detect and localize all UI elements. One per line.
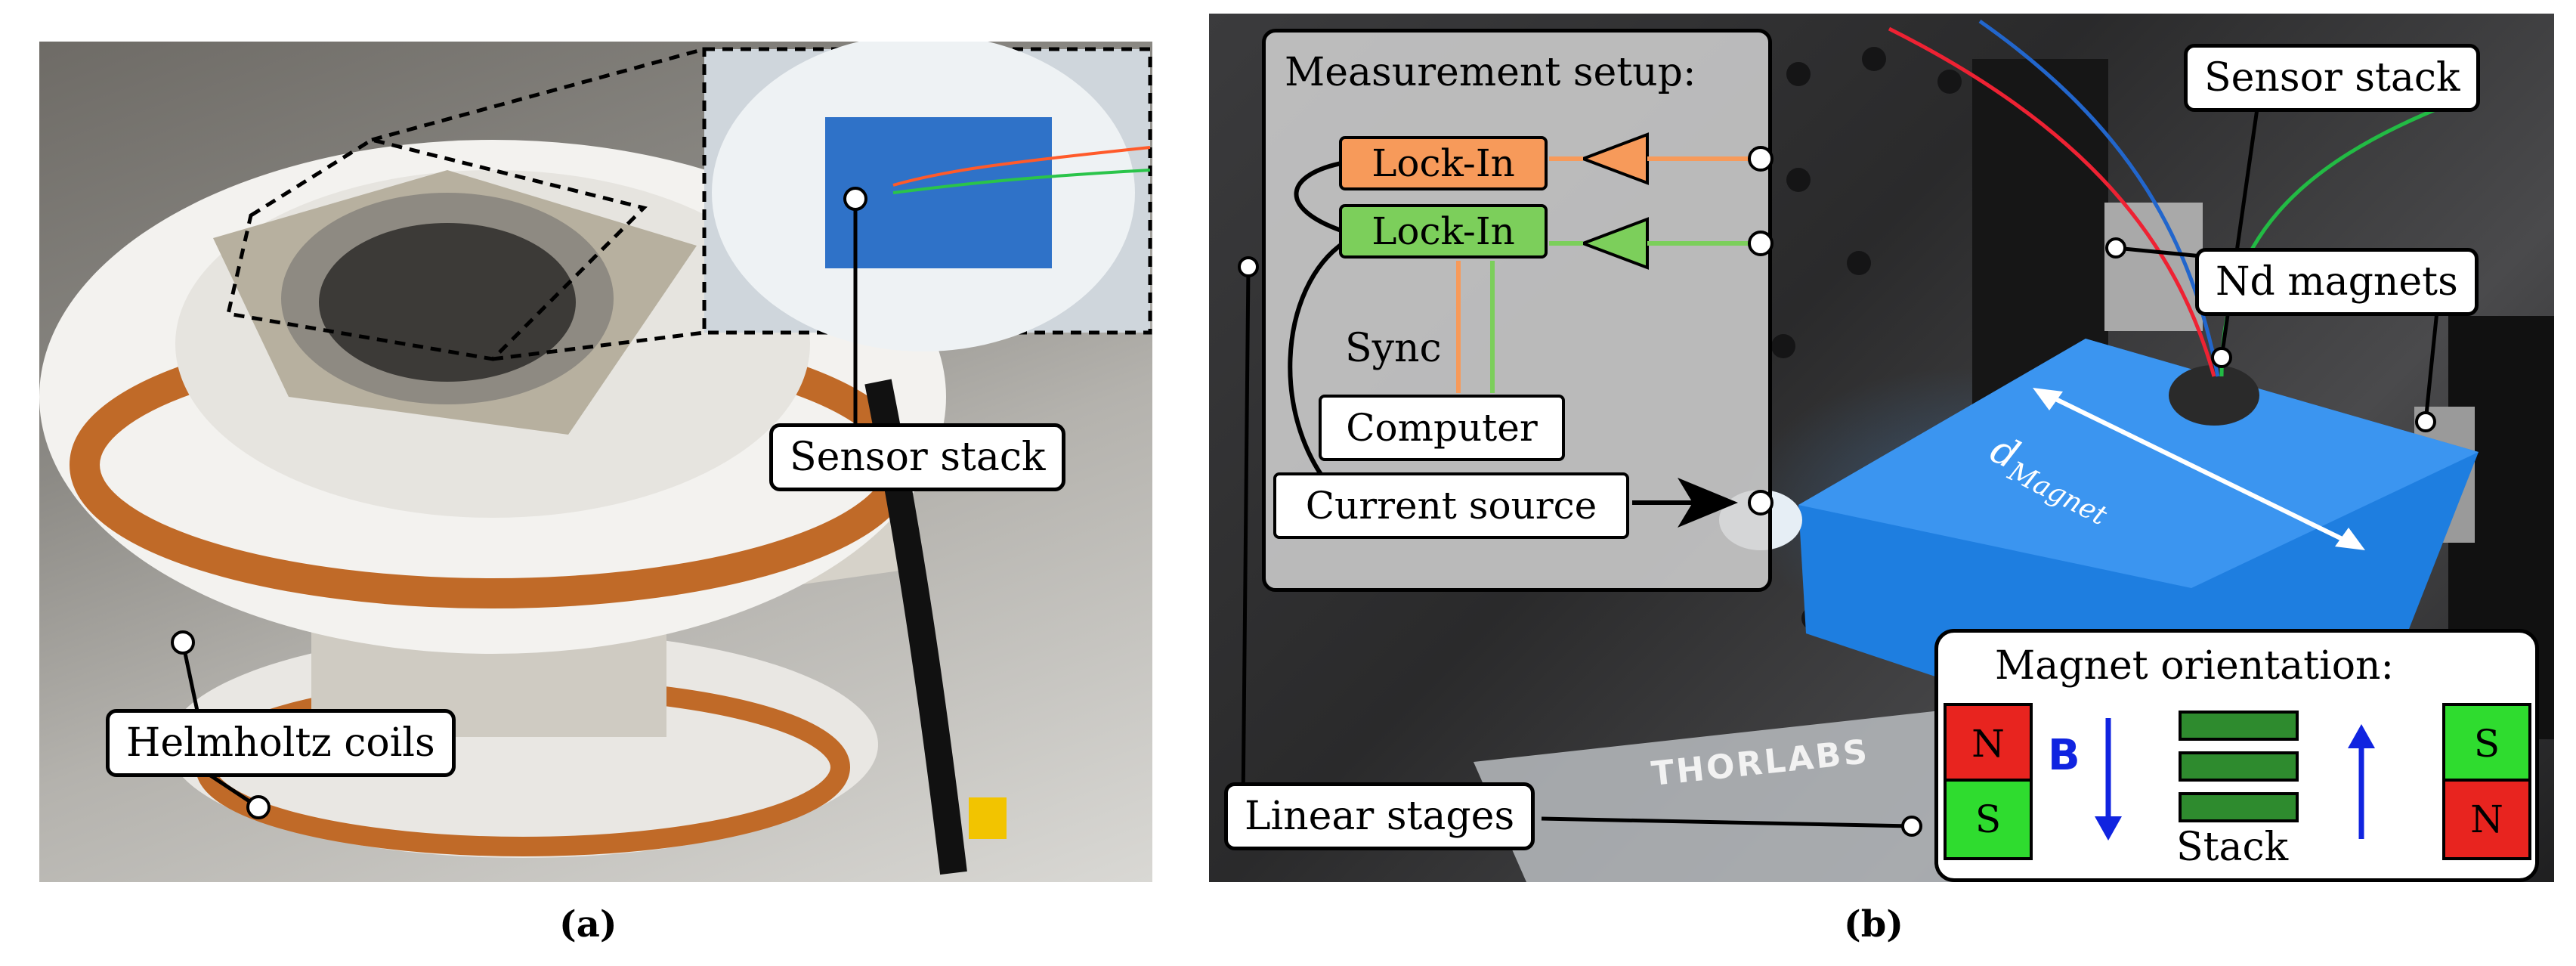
magnet-orientation-title: Magnet orientation: xyxy=(1995,643,2395,689)
label-sensor-stack-b: Sensor stack xyxy=(2184,44,2481,112)
arrow-up-icon xyxy=(2348,724,2375,748)
stack-layer-3 xyxy=(2179,792,2299,822)
panel-letter-a: (a) xyxy=(559,903,617,946)
label-sensor-stack-a: Sensor stack xyxy=(769,423,1066,491)
lockin-box-2: Lock-In xyxy=(1339,204,1548,259)
right-magnet-south: S xyxy=(2442,703,2531,785)
right-magnet-north: N xyxy=(2442,779,2531,860)
stack-layer-1 xyxy=(2179,711,2299,741)
sync-label: Sync xyxy=(1345,326,1442,371)
left-magnet-south: S xyxy=(1944,779,2033,860)
lockin-box-1: Lock-In xyxy=(1339,136,1548,190)
label-helmholtz-coils: Helmholtz coils xyxy=(106,709,456,777)
stack-layer-2 xyxy=(2179,751,2299,782)
label-linear-stages: Linear stages xyxy=(1224,782,1535,850)
left-magnet-north: N xyxy=(1944,703,2033,785)
photo-helmholtz-setup xyxy=(39,42,1152,882)
field-b-label: B xyxy=(2048,731,2080,780)
stack-label: Stack xyxy=(2176,825,2289,870)
helmholtz-photo-illustration xyxy=(39,42,1152,875)
arrow-down-icon xyxy=(2095,816,2122,841)
label-nd-magnets: Nd magnets xyxy=(2195,248,2479,316)
measurement-setup-title: Measurement setup: xyxy=(1285,50,1696,95)
computer-box: Computer xyxy=(1319,395,1565,461)
current-source-box: Current source xyxy=(1273,472,1629,539)
panel-letter-b: (b) xyxy=(1844,903,1903,946)
